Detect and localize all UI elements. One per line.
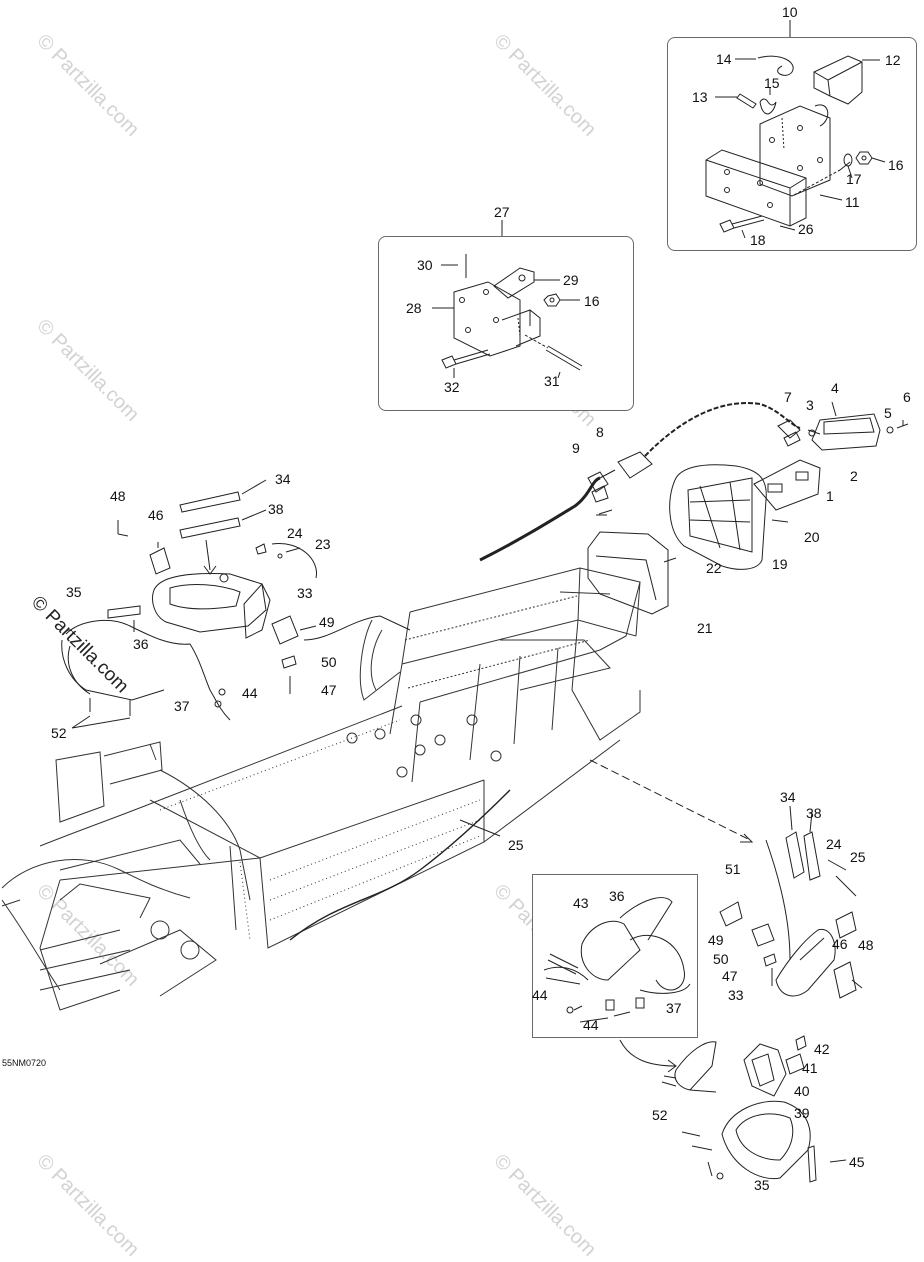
callout: 26 [798,221,814,237]
callout: 12 [885,52,901,68]
callout: 27 [494,204,510,220]
callout: 13 [692,89,708,105]
callout: 8 [596,424,604,440]
callout: 4 [831,380,839,396]
callout: 46 [148,507,164,523]
callout: 24 [826,836,842,852]
callout: 47 [722,968,738,984]
callout: 43 [573,895,589,911]
callout: 31 [544,373,560,389]
callout: 18 [750,232,766,248]
callout: 33 [728,987,744,1003]
parts-diagram: © Partzilla.com © Partzilla.com © Partzi… [1,4,917,1261]
callout: 37 [666,1000,682,1016]
callout: 10 [782,4,798,20]
callout: 20 [804,529,820,545]
callout: 48 [858,937,874,953]
callout: 1 [826,488,834,504]
callout: 36 [133,636,149,652]
callout: 2 [850,468,858,484]
callout: 14 [716,51,732,67]
callout: 6 [903,389,911,405]
bracket-kit-inset [378,236,634,411]
callout: 36 [609,888,625,904]
callout: 34 [275,471,291,487]
callout: 16 [584,293,600,309]
callout: 34 [780,789,796,805]
callout: 24 [287,525,303,541]
callout: 47 [321,682,337,698]
callout: 16 [888,157,904,173]
callout: 25 [508,837,524,853]
diagram-code: 55NM0720 [2,1058,47,1068]
callout: 44 [583,1017,599,1033]
callout: 25 [850,849,866,865]
callout: 50 [713,951,729,967]
callout: 39 [794,1105,810,1121]
callout: 7 [784,389,792,405]
callout: 37 [174,698,190,714]
callout: 19 [772,556,788,572]
callout: 41 [802,1060,818,1076]
callout: 3 [806,397,814,413]
callout: 42 [814,1041,830,1057]
handle-detail-inset [532,874,698,1038]
callout: 29 [563,272,579,288]
line-art [1,20,909,1183]
callout: 28 [406,300,422,316]
callout: 44 [242,685,258,701]
callout: 49 [708,932,724,948]
callout: 23 [315,536,331,552]
callout: 46 [832,936,848,952]
callout: 33 [297,585,313,601]
callout: 17 [846,171,862,187]
callout: 45 [849,1154,865,1170]
callout: 9 [572,440,580,456]
callout: 44 [532,987,548,1003]
callout: 32 [444,379,460,395]
callout: 52 [652,1107,668,1123]
callout: 52 [51,725,67,741]
callout: 15 [764,75,780,91]
callout: 30 [417,257,433,273]
callout: 35 [66,584,82,600]
callout: 51 [725,861,741,877]
callout: 11 [845,194,860,210]
callout: 5 [884,405,892,421]
callout: 38 [806,805,822,821]
callout: 38 [268,501,284,517]
callout: 22 [706,560,722,576]
callout: 35 [754,1177,770,1193]
callout: 48 [110,488,126,504]
callout: 49 [319,614,335,630]
callout: 50 [321,654,337,670]
callout: 40 [794,1083,810,1099]
callout: 21 [697,620,713,636]
